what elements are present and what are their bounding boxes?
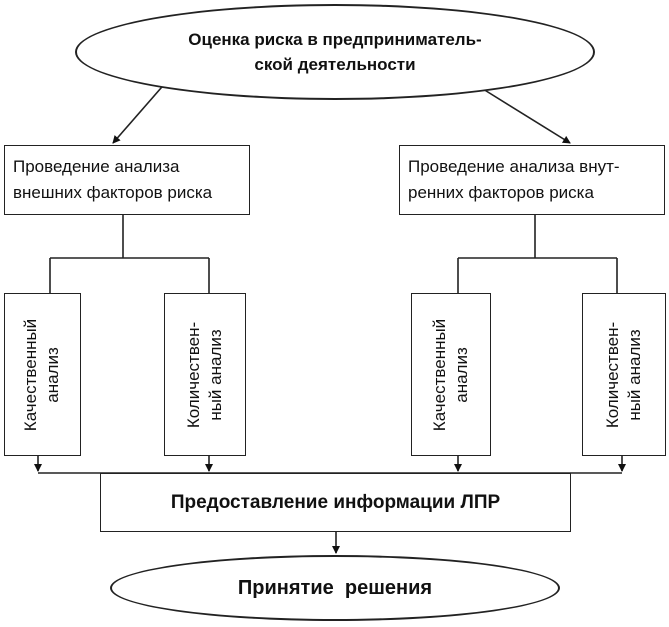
decision-ellipse: Принятие решения bbox=[110, 555, 560, 621]
arrow-root-to-internal bbox=[482, 88, 571, 144]
external-quantitative-box: Количествен- ный анализ bbox=[164, 293, 246, 456]
internal-quantitative-box: Количествен- ный анализ bbox=[582, 293, 666, 456]
arrow-root-to-external bbox=[112, 79, 169, 144]
root-ellipse: Оценка риска в предприниматель- ской дея… bbox=[75, 4, 595, 100]
internal-qualitative-label: Качественный анализ bbox=[430, 318, 471, 431]
internal-factors-box: Проведение анализа внут- ренних факторов… bbox=[399, 145, 665, 215]
info-box: Предоставление информации ЛПР bbox=[100, 473, 571, 532]
internal-qualitative-box: Качественный анализ bbox=[411, 293, 491, 456]
external-factors-box: Проведение анализа внешних факторов риск… bbox=[4, 145, 250, 215]
external-qualitative-label: Качественный анализ bbox=[21, 318, 63, 431]
internal-quantitative-label: Количествен- ный анализ bbox=[603, 321, 644, 428]
external-qualitative-box: Качественный анализ bbox=[4, 293, 81, 456]
info-label: Предоставление информации ЛПР bbox=[170, 491, 501, 513]
external-quantitative-label: Количествен- ный анализ bbox=[184, 321, 225, 428]
external-factors-label: Проведение анализа внешних факторов риск… bbox=[13, 157, 213, 202]
internal-factors-label: Проведение анализа внут- ренних факторов… bbox=[408, 157, 620, 202]
root-label: Оценка риска в предприниматель- ской дея… bbox=[188, 30, 482, 74]
decision-label: Принятие решения bbox=[237, 576, 433, 599]
